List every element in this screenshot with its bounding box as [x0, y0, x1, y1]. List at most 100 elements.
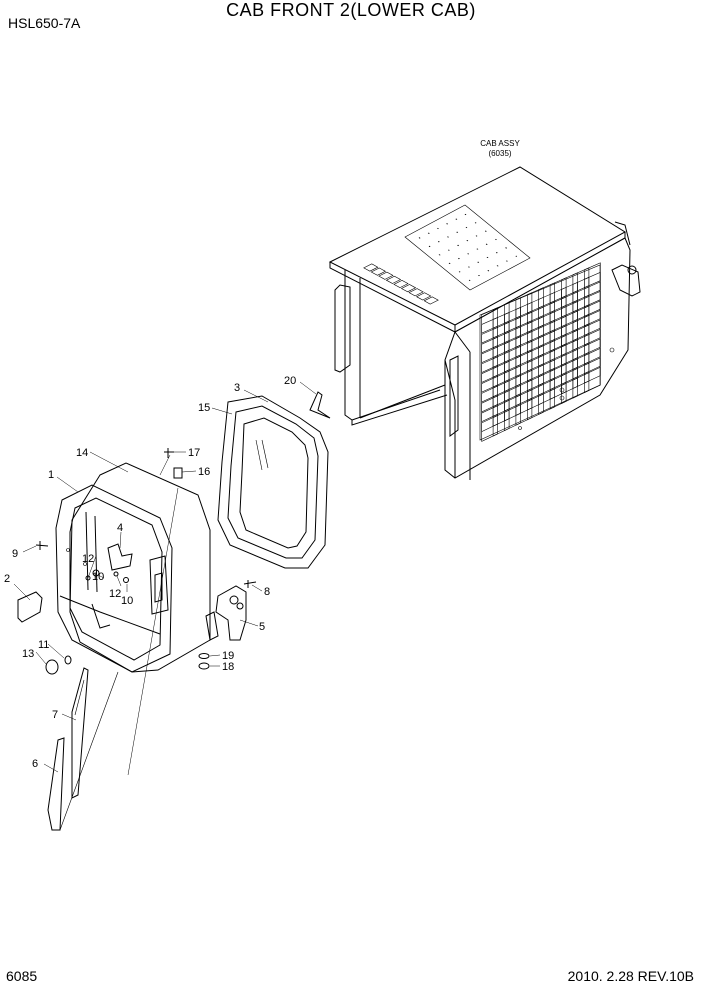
cab-mesh-cell	[583, 262, 601, 289]
part-5	[215, 585, 247, 641]
cab-mesh-cell	[549, 363, 567, 391]
cab-mesh-cell	[538, 330, 556, 357]
cab-mesh-cell	[481, 317, 499, 344]
cab-mesh-cell	[526, 335, 544, 362]
cab-mesh-cell	[378, 271, 394, 280]
part-18	[198, 662, 210, 670]
callout-15: 15	[198, 402, 210, 414]
cab-mesh-cell	[393, 280, 409, 288]
cab-mesh-cell	[526, 345, 544, 372]
cab-mesh-cell	[572, 343, 590, 370]
cab-mesh-cell	[504, 384, 521, 412]
cab-mesh-cell	[486, 256, 489, 259]
cab-mesh-cell	[526, 325, 544, 353]
cab-mesh-cell	[549, 306, 567, 333]
cab-mesh-cell	[549, 315, 567, 342]
cab-mesh-cell	[467, 253, 470, 255]
cab-mesh-cell	[538, 340, 556, 367]
cab-mesh-cell	[561, 291, 578, 318]
cab-mesh-cell	[481, 414, 499, 442]
cab-mesh-cell	[492, 370, 510, 398]
cab-mesh-cell	[504, 297, 521, 324]
cab-mesh-cell	[504, 306, 521, 334]
cab-mesh-cell	[457, 257, 460, 260]
cab-mesh-cell	[572, 305, 590, 332]
cab-mesh-cell	[538, 301, 556, 328]
cab-mesh-cell	[492, 380, 510, 408]
cab-mesh-cell	[476, 248, 479, 250]
cab-assy-ref: (6035)	[488, 149, 511, 158]
cab-mesh-cell	[423, 296, 439, 305]
cab-mesh-cell	[538, 388, 556, 415]
cab-mesh-cell	[583, 347, 601, 375]
cab-mesh-cell	[515, 398, 533, 426]
cab-mesh-cell	[515, 340, 533, 368]
cab-mesh-cell	[549, 354, 567, 381]
callout-13: 13	[22, 648, 34, 660]
cab-mesh-cell	[515, 369, 533, 397]
cab-mesh-cell	[504, 336, 521, 363]
cab-mesh-cell	[561, 358, 578, 385]
callout-9: 9	[12, 548, 18, 560]
cab-mesh-cell	[427, 232, 430, 234]
cab-mesh-cell	[515, 360, 533, 387]
cab-mesh-cell	[549, 286, 567, 313]
cab-mesh-cell	[408, 288, 424, 297]
cab-mesh-cell	[448, 262, 451, 264]
callout-10a: 10	[92, 571, 104, 583]
part-9	[35, 541, 49, 550]
cab-mesh-cell	[526, 296, 544, 324]
cab-mesh-cell	[495, 238, 497, 241]
cab-mesh-cell	[492, 302, 510, 329]
cab-mesh-cell	[466, 240, 469, 242]
cab-mesh-cell	[526, 374, 544, 401]
cab-mesh-cell	[561, 348, 578, 376]
cab-mesh-cell	[526, 354, 544, 382]
cab-mesh-cell	[370, 267, 387, 276]
cab-mesh-cell	[504, 365, 521, 392]
cab-mesh-cell	[561, 272, 578, 299]
part-4	[107, 543, 133, 571]
cab-mesh-cell	[526, 306, 544, 333]
cab-mesh-cell	[492, 341, 510, 368]
part-12b	[113, 571, 119, 577]
cab-mesh-cell	[492, 351, 510, 378]
cab-mesh-cell	[583, 338, 601, 365]
cab-mesh-cell	[492, 331, 510, 358]
part-8	[243, 580, 257, 588]
part-10b	[123, 577, 129, 583]
cab-mesh-cell	[505, 247, 508, 249]
cab-mesh-cell	[526, 316, 544, 343]
cab-mesh-cell	[572, 372, 590, 399]
cab-mesh-cell	[485, 243, 488, 245]
cab-mesh-cell	[505, 260, 508, 262]
cab-mesh-cell	[572, 276, 590, 303]
page-number: 6085	[6, 968, 38, 984]
cab-mesh-cell	[492, 390, 510, 417]
callout-1: 1	[48, 469, 54, 481]
callout-12a: 12	[82, 553, 94, 565]
cab-mesh-cell	[504, 404, 521, 432]
callout-20: 20	[284, 375, 296, 387]
cab-assy-label: CAB ASSY	[480, 139, 520, 148]
cab-mesh-cell	[504, 355, 521, 383]
cab-mesh-cell	[538, 359, 556, 386]
cab-mesh-cell	[549, 334, 567, 362]
cab-mesh-cell	[418, 237, 421, 239]
cab-mesh-cell	[465, 226, 468, 229]
cab-mesh-cell	[437, 227, 439, 230]
callout-10b: 10	[121, 595, 133, 607]
cab-mesh-cell	[457, 244, 460, 247]
cab-mesh-cell	[504, 375, 521, 402]
cab-mesh-cell	[481, 395, 499, 423]
cab-mesh-cell	[583, 300, 601, 327]
cab-mesh-cell	[561, 281, 578, 308]
cab-mesh-cell	[572, 295, 590, 322]
part-7	[71, 667, 89, 799]
cab-mesh-cell	[447, 249, 450, 251]
callout-12b: 12	[109, 588, 121, 600]
cab-mesh-cell	[468, 279, 471, 281]
callout-4: 4	[117, 522, 123, 534]
cab-mesh-cell	[538, 320, 556, 348]
